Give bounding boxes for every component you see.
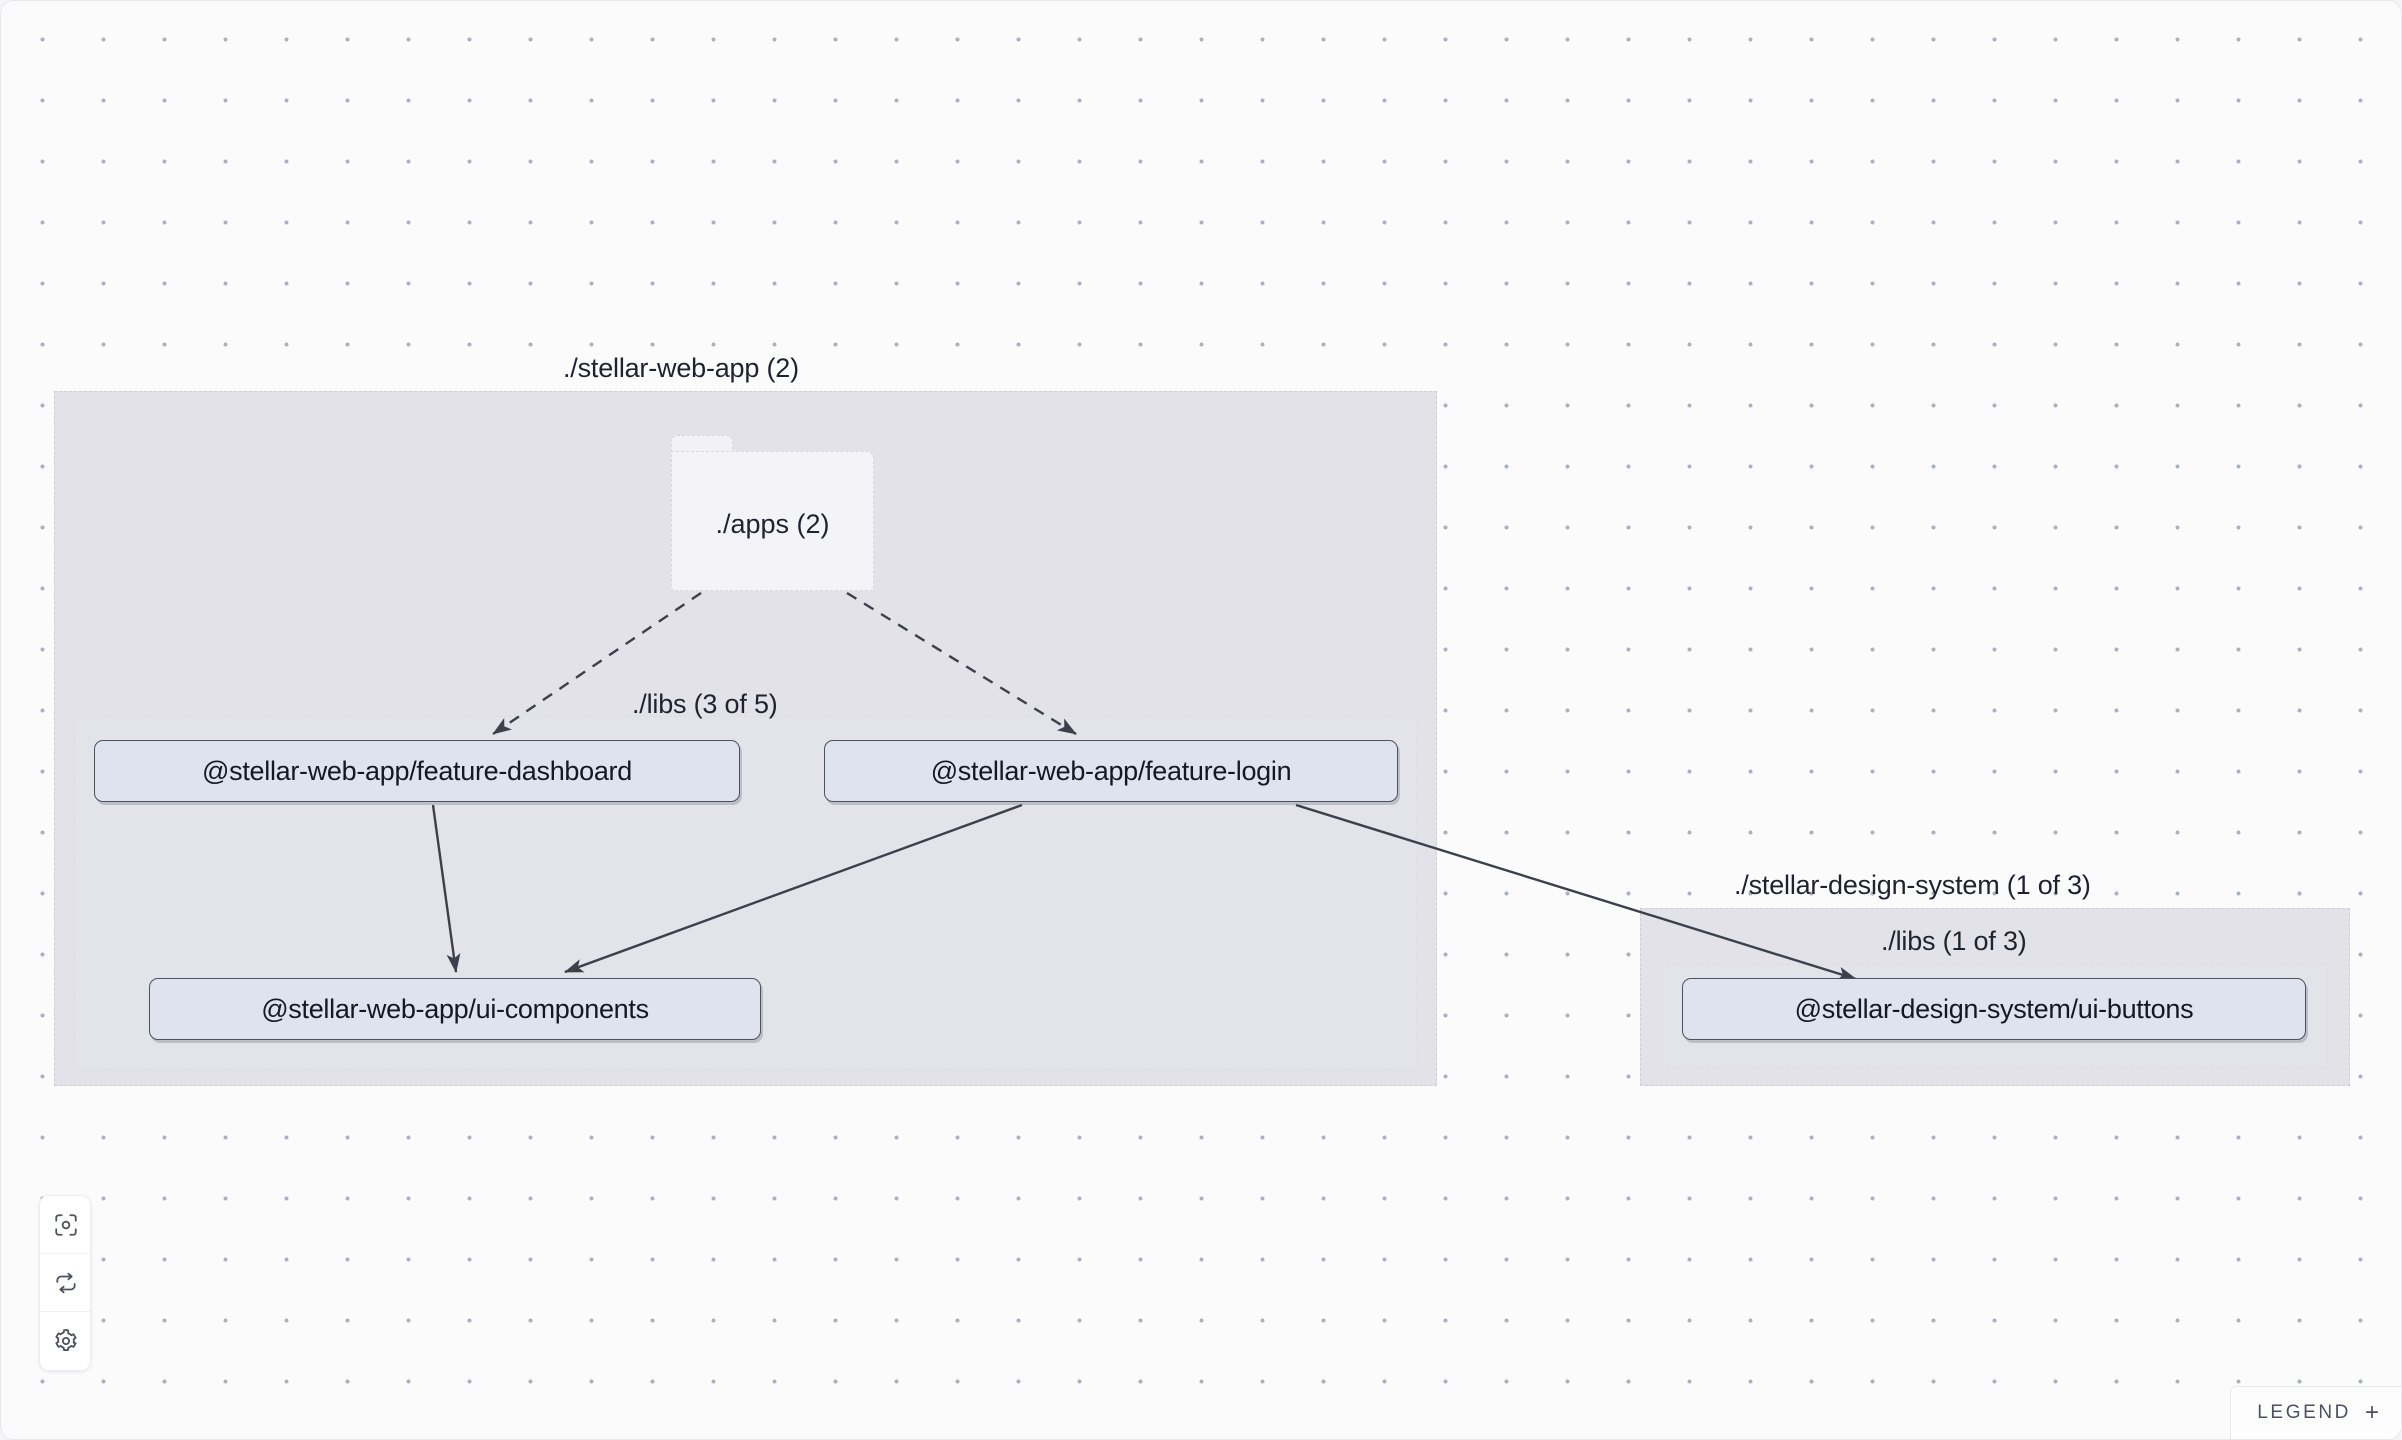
refresh-graph-button[interactable] <box>40 1254 90 1312</box>
group-label-stellar-web-app: ./stellar-web-app (2) <box>563 353 799 383</box>
focus-graph-button[interactable] <box>40 1196 90 1254</box>
node-label: @stellar-web-app/feature-dashboard <box>202 755 632 786</box>
folder-body: ./apps (2) <box>671 451 874 591</box>
legend-label: LEGEND <box>2257 1402 2351 1423</box>
node-label: @stellar-web-app/feature-login <box>930 755 1292 786</box>
legend-toggle[interactable]: LEGEND + <box>2230 1386 2401 1439</box>
settings-button[interactable] <box>40 1312 90 1370</box>
canvas-controls[interactable] <box>39 1195 91 1371</box>
plus-icon: + <box>2364 1399 2379 1426</box>
gear-icon <box>53 1328 79 1354</box>
group-label-stellar-design-system-libs: ./libs (1 of 3) <box>1881 926 2027 956</box>
folder-tab <box>671 435 733 453</box>
node-label: @stellar-design-system/ui-buttons <box>1794 993 2194 1024</box>
refresh-icon <box>53 1270 79 1296</box>
project-node-feature-login[interactable]: @stellar-web-app/feature-login <box>824 740 1398 802</box>
group-label-stellar-web-app-libs: ./libs (3 of 5) <box>632 689 778 719</box>
project-node-feature-dashboard[interactable]: @stellar-web-app/feature-dashboard <box>94 740 740 802</box>
project-node-ui-buttons[interactable]: @stellar-design-system/ui-buttons <box>1682 978 2306 1040</box>
group-label-stellar-design-system: ./stellar-design-system (1 of 3) <box>1734 870 2091 900</box>
node-label: @stellar-web-app/ui-components <box>261 993 649 1024</box>
focus-target-icon <box>53 1212 79 1238</box>
folder-node-apps[interactable]: ./apps (2) <box>671 435 874 591</box>
folder-label-apps: ./apps (2) <box>715 508 830 539</box>
project-node-ui-components[interactable]: @stellar-web-app/ui-components <box>149 978 761 1040</box>
